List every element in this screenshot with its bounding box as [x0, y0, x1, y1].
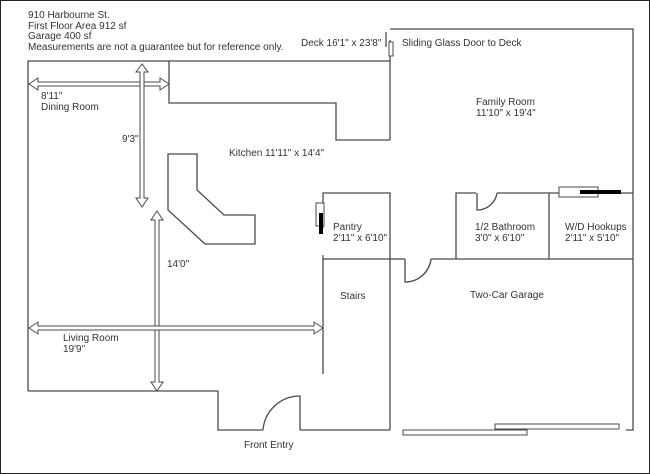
dining-room-name: Dining Room — [41, 102, 99, 113]
front-door-icon — [262, 395, 301, 431]
first-floor-area: First Floor Area 912 sf — [28, 20, 127, 32]
listing-info: 910 Harbourne St. First Floor Area 912 s… — [28, 10, 284, 53]
pantry-name: Pantry — [333, 222, 362, 233]
garage-label: Two-Car Garage — [470, 290, 544, 301]
bathroom-name: 1/2 Bathroom — [475, 222, 536, 233]
dining-length: 9'3" — [122, 134, 139, 145]
stairs-label: Stairs — [340, 291, 366, 302]
washer-dryer-icon — [558, 186, 621, 198]
pantry-label: Pantry 2'11" x 6'10" — [333, 222, 387, 244]
family-room-label: Family Room 11'10" x 19'4" — [476, 97, 536, 119]
dining-width: 8'11" — [41, 91, 63, 102]
family-room-name: Family Room — [476, 97, 535, 108]
bathroom-door-icon — [476, 192, 498, 211]
living-room-label: Living Room 19'9" — [63, 333, 119, 355]
pantry-door-icon — [315, 202, 325, 234]
living-width: 19'9" — [63, 344, 86, 355]
garage-door-icon — [404, 258, 432, 283]
dimension-arrows — [28, 63, 324, 392]
front-entry-label: Front Entry — [244, 440, 294, 451]
deck-label: Deck 16'1" x 23'8" — [301, 38, 382, 49]
living-room-name: Living Room — [63, 333, 119, 344]
living-length: 14'0" — [167, 259, 190, 270]
address: 910 Harbourne St. — [28, 10, 110, 21]
wd-hookups-label: W/D Hookups 2'11" x 5'10" — [565, 222, 627, 244]
garage-doors-icon — [402, 423, 620, 436]
sliding-door-icon — [385, 32, 394, 57]
pantry-dims: 2'11" x 6'10" — [333, 233, 388, 244]
walls — [27, 28, 634, 431]
disclaimer: Measurements are not a guarantee but for… — [28, 41, 284, 53]
kitchen-label: Kitchen 11'11" x 14'4" — [229, 148, 325, 159]
dining-room-label: 8'11" Dining Room — [41, 91, 99, 113]
family-room-dims: 11'10" x 19'4" — [476, 108, 536, 119]
bathroom-label: 1/2 Bathroom 3'0" x 6'10" — [475, 222, 535, 244]
bathroom-dims: 3'0" x 6'10" — [475, 233, 525, 244]
sliding-door-label: Sliding Glass Door to Deck — [402, 38, 522, 49]
kitchen-counter — [167, 153, 256, 245]
wd-name: W/D Hookups — [565, 222, 627, 233]
wd-dims: 2'11" x 5'10" — [565, 233, 620, 244]
garage-area: Garage 400 sf — [28, 31, 92, 42]
